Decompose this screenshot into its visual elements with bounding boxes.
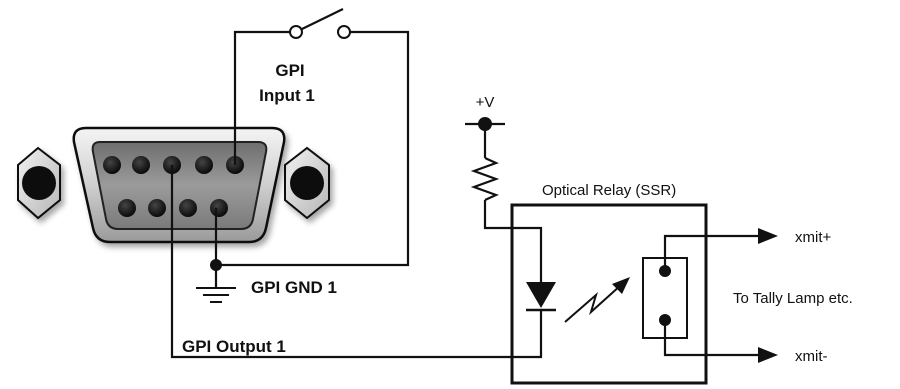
xmit-plus-wire	[663, 234, 760, 271]
gpi-output-wire	[170, 165, 543, 359]
right-hex-nut	[284, 146, 330, 220]
pin-9	[210, 199, 228, 217]
gpi-gnd-label: GPI GND 1	[251, 278, 337, 297]
switch-return-wire	[215, 30, 410, 267]
xmit-minus-label: xmit-	[795, 348, 828, 365]
gpi-switch	[289, 8, 351, 39]
gpi-input-label-line1: GPI	[275, 61, 304, 80]
supply-label: +V	[476, 94, 495, 111]
gpi-input-wire	[233, 30, 290, 165]
ground-symbol	[196, 287, 236, 303]
xmit-plus-arrow-icon	[758, 228, 778, 244]
led-diode-icon	[526, 282, 556, 312]
pin-4	[195, 156, 213, 174]
pin-8	[179, 199, 197, 217]
db9-connector	[17, 126, 330, 244]
pin-7	[148, 199, 166, 217]
xmit-plus-label: xmit+	[795, 229, 831, 246]
xmit-minus-wire	[663, 320, 760, 357]
resistor-icon	[470, 156, 500, 202]
pin-2	[132, 156, 150, 174]
gnd-junction-dot	[210, 259, 222, 271]
xmit-minus-arrow-icon	[758, 347, 778, 363]
pin-1	[103, 156, 121, 174]
connector-body	[91, 141, 268, 230]
tally-lamp-label: To Tally Lamp etc.	[733, 290, 853, 307]
relay-title-label: Optical Relay (SSR)	[542, 182, 676, 199]
gpi-output-label: GPI Output 1	[182, 337, 286, 356]
left-hex-nut	[17, 146, 61, 220]
optical-relay-box	[510, 203, 708, 385]
light-coupling-arrow-icon	[564, 277, 630, 323]
pin-6	[118, 199, 136, 217]
gpi-input-label-line2: Input 1	[259, 86, 315, 105]
